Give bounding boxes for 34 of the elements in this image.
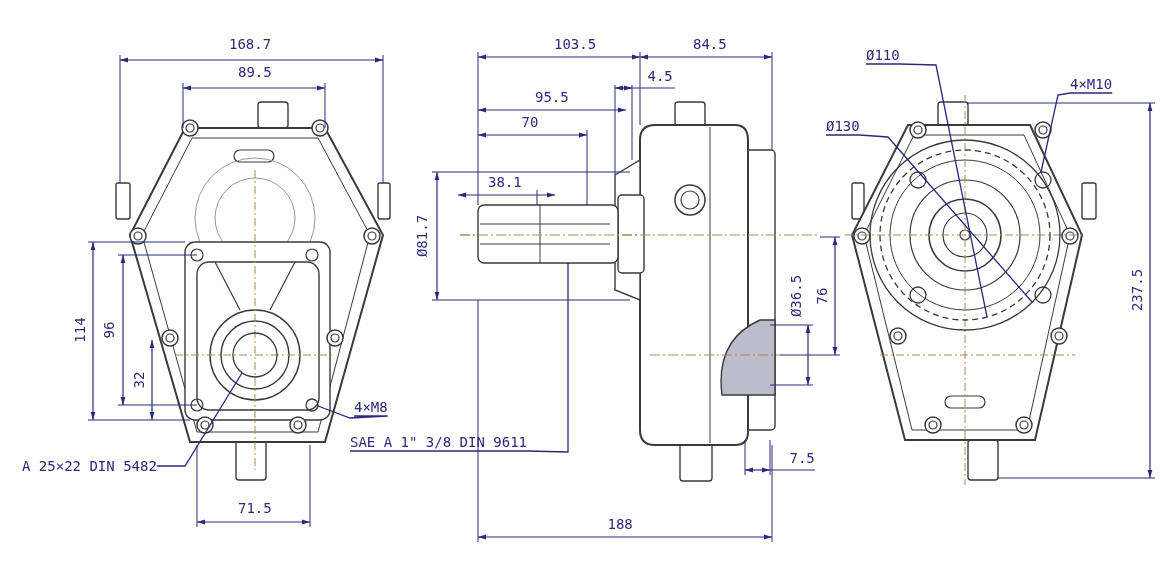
dimension-value: 103.5 bbox=[554, 36, 597, 52]
dimension-value: Ø81.7 bbox=[414, 214, 431, 258]
leader-line bbox=[349, 262, 569, 453]
dimension-value: 38.1 bbox=[488, 174, 522, 190]
dimension-value: 70 bbox=[521, 114, 539, 130]
dimension-value: 96 bbox=[100, 321, 117, 339]
bolt-hole bbox=[305, 398, 319, 412]
dimension-value: 32 bbox=[130, 371, 147, 389]
dimension-value: 237.5 bbox=[1129, 268, 1146, 312]
leader-line bbox=[825, 134, 1033, 303]
callout-text: Ø110 bbox=[866, 47, 900, 63]
leader-line bbox=[865, 63, 988, 318]
dimension-value: Ø36.5 bbox=[788, 274, 805, 318]
callout-text: 4×M10 bbox=[1070, 76, 1113, 92]
dimension-value: 168.7 bbox=[229, 36, 272, 52]
dimension-value: 84.5 bbox=[693, 36, 727, 52]
dimension-value: 7.5 bbox=[789, 450, 815, 466]
callout-text: A 25×22 DIN 5482 bbox=[22, 458, 157, 474]
dimension-value: 4.5 bbox=[647, 68, 673, 84]
leader-line bbox=[156, 372, 243, 467]
callout-text: SAE A 1" 3/8 DIN 9611 bbox=[350, 434, 527, 450]
callout-text: 4×M8 bbox=[354, 399, 388, 415]
leader-line bbox=[317, 405, 389, 419]
dimension-value: 76 bbox=[813, 287, 830, 305]
leader-line bbox=[1040, 92, 1113, 173]
callout-text: Ø130 bbox=[826, 118, 860, 134]
dimension-value: 114 bbox=[71, 317, 88, 343]
spline-bore bbox=[232, 332, 278, 378]
dimension-value: 188 bbox=[607, 516, 633, 532]
dimension-value: 95.5 bbox=[535, 89, 569, 105]
flange-circle bbox=[869, 139, 1061, 331]
dimension-value: 89.5 bbox=[238, 64, 272, 80]
dimension-value: 71.5 bbox=[238, 500, 272, 516]
bolt-hole bbox=[1034, 171, 1052, 189]
